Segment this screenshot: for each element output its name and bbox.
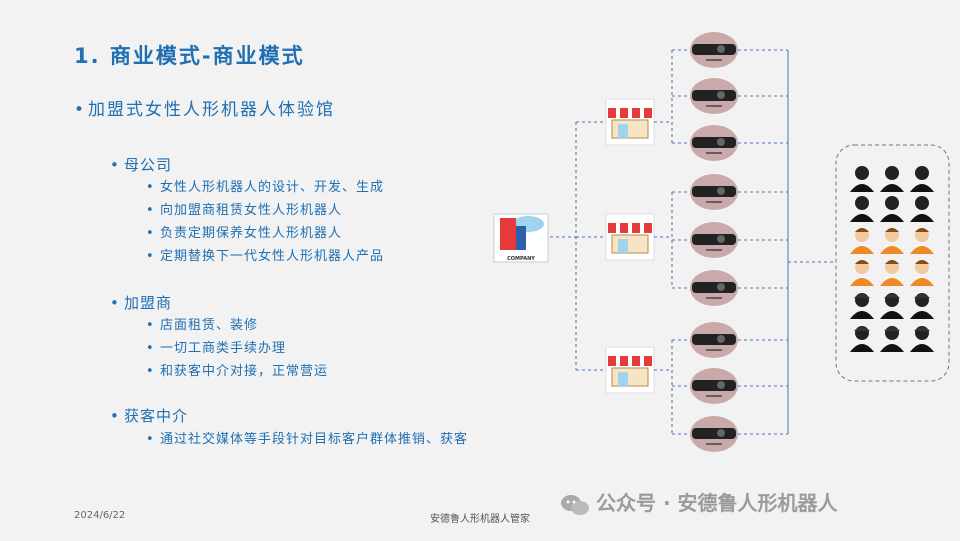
list-item: •定期替换下一代女性人形机器人产品 xyxy=(146,249,385,264)
customer-icon xyxy=(880,293,904,319)
customer-icon xyxy=(850,196,874,222)
customer-icon xyxy=(880,166,904,192)
wechat-icon xyxy=(561,494,589,515)
store-icon xyxy=(605,346,655,394)
company-label: COMPANY xyxy=(507,256,535,262)
customer-icon xyxy=(910,326,934,352)
robot-head-icon xyxy=(690,174,738,210)
section-agent-list: •通过社交媒体等手段针对目标客户群体推销、获客 xyxy=(146,428,468,451)
robot-head-icon xyxy=(690,32,738,68)
section-parent-company-list: •女性人形机器人的设计、开发、生成 •向加盟商租赁女性人形机器人 •负责定期保养… xyxy=(146,176,384,268)
list-item: •女性人形机器人的设计、开发、生成 xyxy=(146,180,385,195)
robot-head-icon xyxy=(690,270,738,306)
list-item: •负责定期保养女性人形机器人 xyxy=(146,226,343,241)
customer-icon xyxy=(850,293,874,319)
section-franchisee: •加盟商 xyxy=(110,294,173,312)
customer-icon xyxy=(850,166,874,192)
footer-date: 2024/6/22 xyxy=(74,510,126,521)
customer-icon xyxy=(910,196,934,222)
customer-icon xyxy=(850,260,874,286)
list-item: •和获客中介对接，正常营运 xyxy=(146,364,329,379)
customer-icon xyxy=(910,228,934,254)
robot-head-icon xyxy=(690,368,738,404)
list-item: •通过社交媒体等手段针对目标客户群体推销、获客 xyxy=(146,432,469,447)
customer-icon xyxy=(850,326,874,352)
robot-head-icon xyxy=(690,416,738,452)
page-title: 1. 商业模式-商业模式 xyxy=(74,44,305,68)
robot-head-icon xyxy=(690,222,738,258)
customer-icon xyxy=(880,196,904,222)
robot-head-icon xyxy=(690,322,738,358)
list-item: •店面租赁、装修 xyxy=(146,318,259,333)
store-icon xyxy=(605,213,655,261)
watermark: 公众号 · 安德鲁人形机器人 xyxy=(560,487,838,517)
customer-icon xyxy=(880,260,904,286)
customer-group-box xyxy=(835,144,950,382)
footer-center: 安德鲁人形机器人管家 xyxy=(430,514,530,525)
list-item: •向加盟商租赁女性人形机器人 xyxy=(146,203,343,218)
customer-icon xyxy=(850,228,874,254)
store-icon xyxy=(605,98,655,146)
customer-icon xyxy=(880,326,904,352)
robot-head-icon xyxy=(690,78,738,114)
section-agent: •获客中介 xyxy=(110,407,189,425)
company-icon xyxy=(493,213,549,263)
customer-icon xyxy=(910,166,934,192)
customer-icon xyxy=(910,293,934,319)
main-bullet: •加盟式女性人形机器人体验馆 xyxy=(74,100,335,120)
section-franchisee-list: •店面租赁、装修 •一切工商类手续办理 •和获客中介对接，正常营运 xyxy=(146,314,328,383)
section-parent-company: •母公司 xyxy=(110,156,173,174)
list-item: •一切工商类手续办理 xyxy=(146,341,287,356)
robot-head-icon xyxy=(690,125,738,161)
customer-icon xyxy=(910,260,934,286)
customer-icon xyxy=(880,228,904,254)
